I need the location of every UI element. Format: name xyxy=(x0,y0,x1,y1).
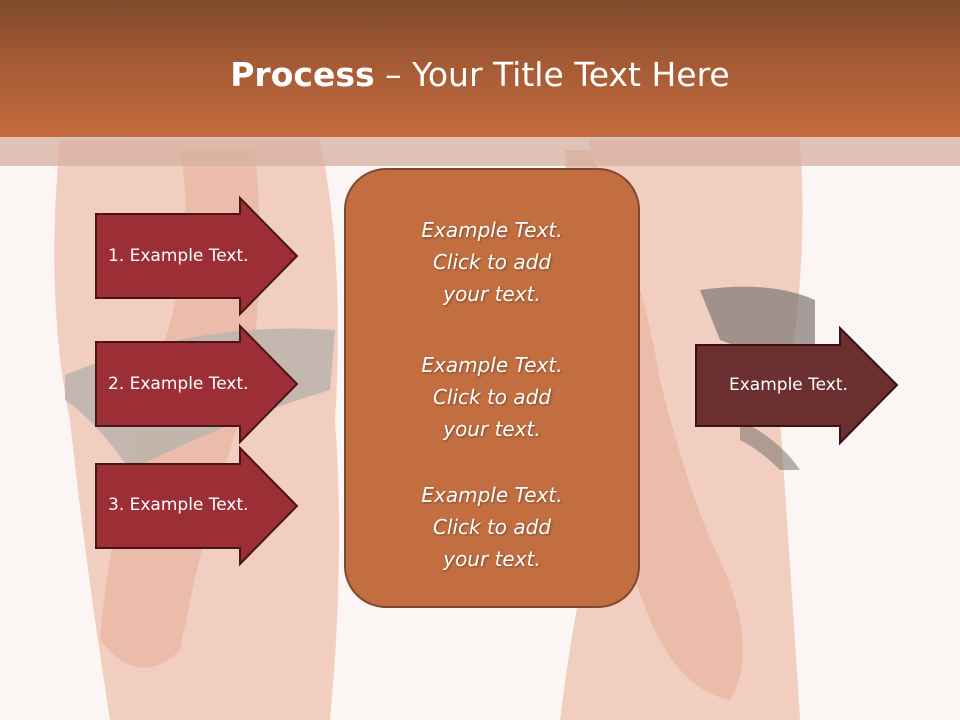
title-rest: – Your Title Text Here xyxy=(374,55,730,94)
left-arrow-1-label: 1. Example Text. xyxy=(108,246,249,266)
center-item-2-line1: Example Text. xyxy=(421,353,563,377)
right-arrow[interactable] xyxy=(695,325,899,446)
center-item-3-line3: your text. xyxy=(443,547,541,571)
center-item-3-line1: Example Text. xyxy=(421,483,563,507)
right-arrow-label: Example Text. xyxy=(729,375,848,395)
center-item-1[interactable]: Example Text. Click to add your text. xyxy=(346,214,638,310)
center-item-1-line1: Example Text. xyxy=(421,218,563,242)
slide-title[interactable]: Process – Your Title Text Here xyxy=(0,52,960,98)
title-bar xyxy=(0,0,960,137)
left-arrow-2-label: 2. Example Text. xyxy=(108,374,249,394)
title-bold: Process xyxy=(230,55,375,94)
center-item-3[interactable]: Example Text. Click to add your text. xyxy=(346,479,638,575)
center-item-1-line2: Click to add xyxy=(432,250,552,274)
left-arrow-1[interactable] xyxy=(95,195,299,317)
left-arrow-2[interactable] xyxy=(95,323,299,445)
left-arrow-3-label: 3. Example Text. xyxy=(108,495,249,515)
center-item-1-line3: your text. xyxy=(443,282,541,306)
center-text-box[interactable]: Example Text. Click to add your text. Ex… xyxy=(344,168,640,608)
center-item-2-line3: your text. xyxy=(443,417,541,441)
center-item-2[interactable]: Example Text. Click to add your text. xyxy=(346,349,638,445)
center-item-3-line2: Click to add xyxy=(432,515,552,539)
left-arrow-3[interactable] xyxy=(95,445,299,567)
center-item-2-line2: Click to add xyxy=(432,385,552,409)
title-band xyxy=(0,137,960,166)
